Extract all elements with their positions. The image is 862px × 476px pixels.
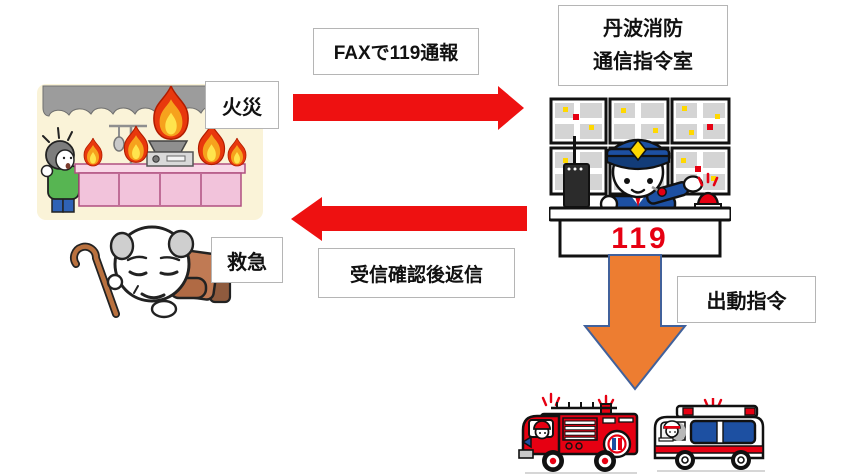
emergency-label-text: 救急 xyxy=(227,251,267,274)
ambulance-driver xyxy=(658,420,686,442)
reply-confirmation-label: 受信確認後返信 xyxy=(318,248,515,298)
dispatch-center-label-line2: 通信指令室 xyxy=(593,50,693,73)
alarm-beacon-icon xyxy=(694,172,722,210)
fire-label: 火災 xyxy=(205,81,279,129)
cap-emblem-icon xyxy=(628,138,648,162)
stove-and-pan xyxy=(146,140,194,167)
reply-confirmation-arrow xyxy=(291,197,527,241)
dispatch-center-label: 丹波消防 通信指令室 xyxy=(558,5,728,86)
elderly-head xyxy=(106,225,195,319)
hose-reel-icon xyxy=(602,429,632,459)
dispatch-order-arrow xyxy=(583,254,687,391)
dispatch-order-label: 出動指令 xyxy=(677,276,816,323)
fire-truck-illustration xyxy=(518,392,639,474)
wheel-icon xyxy=(675,450,751,470)
ambulance-illustration xyxy=(653,398,765,472)
alarmed-person xyxy=(40,127,80,213)
kitchen-counter xyxy=(74,163,246,207)
wheel-icon xyxy=(542,450,616,472)
headset-mic-icon xyxy=(657,187,667,197)
dispatch-center-illustration: 119 xyxy=(549,97,731,258)
red-stripe xyxy=(654,445,764,454)
desk-119-number: 119 xyxy=(611,222,668,255)
radio-handset-icon xyxy=(563,136,590,208)
fire-label-text: 火災 xyxy=(222,96,262,119)
fax-report-label: FAXで119通報 xyxy=(313,28,479,75)
dispatch-order-label-text: 出動指令 xyxy=(706,291,787,313)
fax-report-arrow xyxy=(293,86,524,130)
collapsed-elderly-illustration xyxy=(70,225,232,319)
firefighter-driver xyxy=(533,420,551,440)
cane-icon xyxy=(70,242,120,318)
dispatch-center-label-line1: 丹波消防 xyxy=(603,17,683,40)
dispatch-desk: 119 xyxy=(549,206,731,258)
fax-report-label-text: FAXで119通報 xyxy=(333,43,459,64)
reply-confirmation-label-text: 受信確認後返信 xyxy=(349,264,483,286)
emergency-label: 救急 xyxy=(211,237,283,283)
